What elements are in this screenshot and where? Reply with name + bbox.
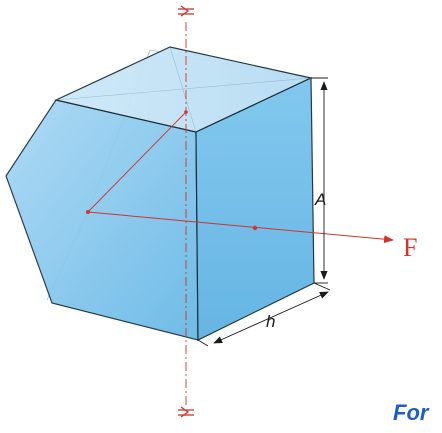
caption-text: For	[393, 400, 429, 425]
section-arrow-icon-top	[178, 5, 194, 17]
top-face-detail	[55, 46, 312, 133]
force-line	[87, 211, 394, 244]
height-dimension	[311, 77, 328, 284]
side-center-point	[252, 225, 258, 231]
depth-dimension	[197, 282, 331, 347]
axis-point	[184, 110, 188, 114]
diagonal-axis	[87, 111, 187, 213]
height-label: A	[314, 190, 326, 209]
force-label: F	[403, 233, 417, 262]
prism-front-face	[5, 99, 199, 341]
center-point	[86, 210, 90, 214]
depth-label: h	[266, 312, 275, 331]
section-arrow-icon-bottom	[178, 406, 194, 418]
